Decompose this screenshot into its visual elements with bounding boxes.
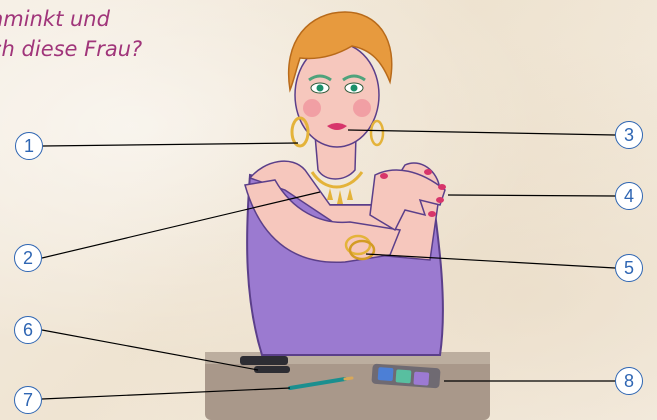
label-badge-4: 4 [615,182,643,210]
label-badge-6: 6 [14,316,42,344]
leader-line-6 [42,330,258,370]
right-iris [351,85,358,92]
fingernail [424,169,432,175]
necklace-pendants [327,188,353,204]
fingernail [438,184,446,190]
label-badge-5: 5 [615,254,643,282]
label-badge-1: 1 [15,132,43,160]
label-badge-3: 3 [615,121,643,149]
fingernail [436,197,444,203]
label-badge-2: 2 [14,244,42,272]
leader-line-3 [348,130,615,135]
earring [371,121,383,145]
label-badge-7: 7 [14,386,42,414]
fingernail [428,211,436,217]
fingernail [380,173,388,179]
left-blush [303,99,321,117]
leader-line-4 [448,195,615,196]
left-iris [317,85,324,92]
right-blush [353,99,371,117]
label-badge-8: 8 [615,367,643,395]
earring [292,118,308,146]
leader-line-1 [43,143,298,146]
